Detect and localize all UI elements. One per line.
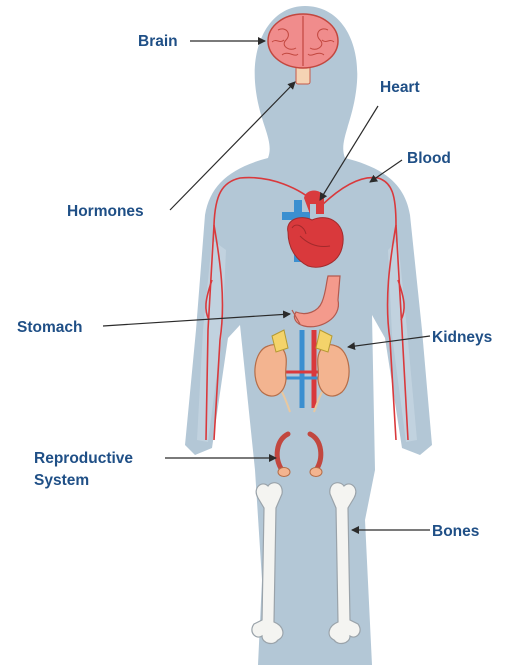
label-hormones: Hormones	[67, 203, 144, 220]
label-stomach: Stomach	[17, 319, 82, 336]
label-reproductive-line2: System	[34, 472, 89, 489]
label-bones: Bones	[432, 523, 479, 540]
label-kidneys: Kidneys	[432, 329, 492, 346]
label-brain: Brain	[138, 33, 178, 50]
label-reproductive-line1: Reproductive	[34, 450, 133, 467]
label-heart: Heart	[380, 79, 420, 96]
label-blood: Blood	[407, 150, 451, 167]
